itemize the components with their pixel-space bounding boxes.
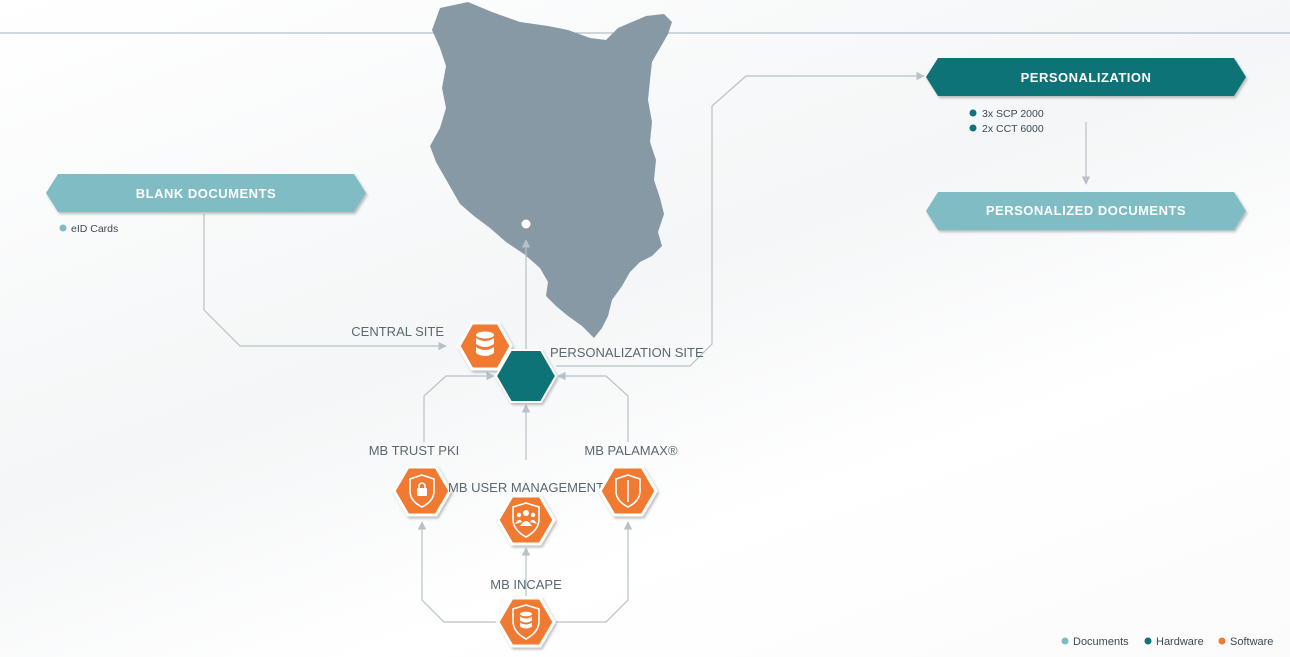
capital-marker-icon xyxy=(521,219,531,229)
mb-trust-pki-node: MB TRUST PKI xyxy=(369,443,460,517)
bullet-dot-icon xyxy=(969,109,977,117)
list-item: eID Cards xyxy=(71,223,118,235)
database-icon xyxy=(520,611,532,629)
mb-incape-node: MB INCAPE xyxy=(490,577,562,648)
blank-documents-banner: BLANK DOCUMENTS xyxy=(46,174,366,212)
bullet-dot-icon xyxy=(59,224,67,232)
mb-trust-pki-label: MB TRUST PKI xyxy=(369,443,460,458)
connector-incape-to-pki xyxy=(417,521,496,623)
connector-site-to-personalization xyxy=(556,71,925,367)
legend-documents-dot-icon xyxy=(1061,637,1069,645)
connector-incape-to-palamax xyxy=(556,521,633,623)
bullet-dot-icon xyxy=(969,124,977,132)
legend: Documents Hardware Software xyxy=(1061,636,1273,648)
kenya-map xyxy=(430,2,672,338)
legend-documents-label: Documents xyxy=(1073,636,1129,648)
list-item: 3x SCP 2000 xyxy=(982,108,1044,120)
mb-palamax-label: MB PALAMAX® xyxy=(584,443,678,458)
personalization-site-node: PERSONALIZATION SITE xyxy=(494,345,704,403)
users-icon xyxy=(515,510,537,526)
list-item: 2x CCT 6000 xyxy=(982,123,1044,135)
blank-documents-title: BLANK DOCUMENTS xyxy=(136,186,276,201)
mb-palamax-node: MB PALAMAX® xyxy=(584,443,678,517)
personalization-banner: PERSONALIZATION xyxy=(926,58,1246,96)
personalized-documents-title: PERSONALIZED DOCUMENTS xyxy=(986,203,1186,218)
lock-icon xyxy=(417,482,427,496)
central-site-label: CENTRAL SITE xyxy=(351,324,444,339)
database-icon xyxy=(476,331,494,356)
connector-pki-to-site xyxy=(423,371,495,442)
central-site-node: CENTRAL SITE xyxy=(351,321,513,371)
legend-hardware-dot-icon xyxy=(1144,637,1152,645)
personalization-site-label: PERSONALIZATION SITE xyxy=(550,345,704,360)
blank-documents-list: eID Cards xyxy=(59,223,118,235)
mb-incape-label: MB INCAPE xyxy=(490,577,562,592)
connector-blank-to-central xyxy=(203,214,447,351)
shield-icon xyxy=(615,474,641,508)
mb-user-management-label: MB USER MANAGEMENT xyxy=(448,480,604,495)
personalization-title: PERSONALIZATION xyxy=(1021,70,1152,85)
personalization-list: 3x SCP 2000 2x CCT 6000 xyxy=(969,108,1044,135)
personalized-documents-banner: PERSONALIZED DOCUMENTS xyxy=(926,192,1246,230)
connector-palamax-to-site xyxy=(557,371,629,442)
mb-user-management-node: MB USER MANAGEMENT xyxy=(448,480,604,546)
legend-software-label: Software xyxy=(1230,636,1273,648)
legend-software-dot-icon xyxy=(1218,637,1226,645)
legend-hardware-label: Hardware xyxy=(1156,636,1204,648)
